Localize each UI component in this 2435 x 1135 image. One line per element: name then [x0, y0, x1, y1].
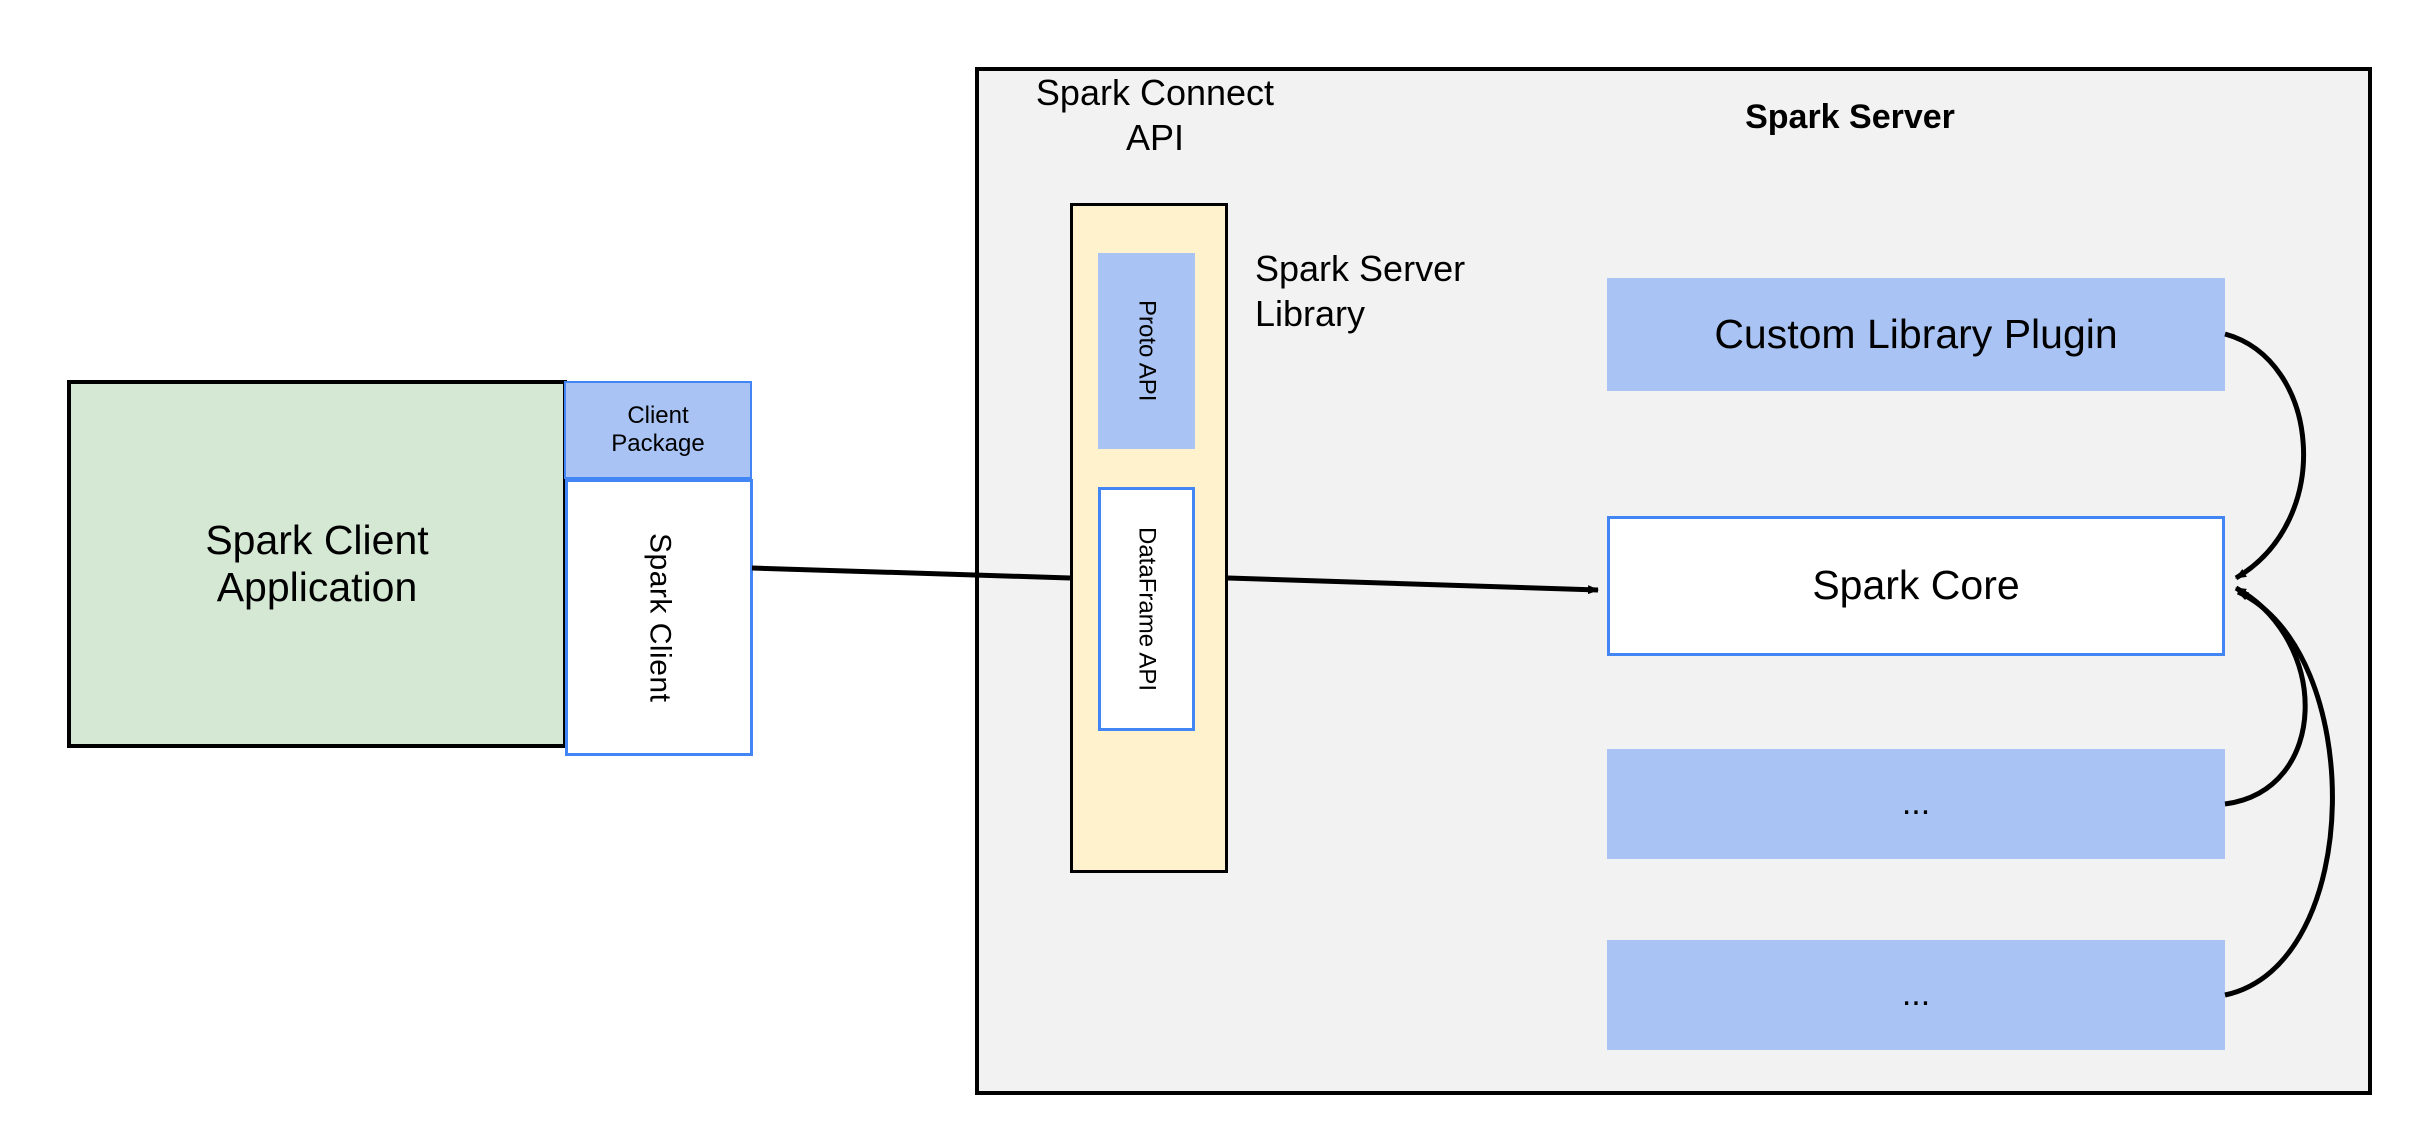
proto-api-box[interactable]: Proto API [1098, 253, 1195, 449]
spark-core-box[interactable]: Spark Core [1607, 516, 2225, 656]
filler-two-label: ... [1901, 975, 1931, 1014]
proto-api-label: Proto API [1133, 300, 1161, 402]
spark-core-label: Spark Core [1812, 562, 2020, 609]
filler-one-box[interactable]: ... [1607, 749, 2225, 859]
client-package-box[interactable]: Client Package [564, 381, 752, 479]
filler-one-label: ... [1901, 784, 1931, 823]
spark-client-box[interactable]: Spark Client [565, 479, 753, 756]
spark-connect-api-label: Spark Connect API [1035, 72, 1275, 158]
spark-client-application-box[interactable]: Spark Client Application [67, 380, 567, 748]
dataframe-api-box[interactable]: DataFrame API [1098, 487, 1195, 731]
spark-client-label: Spark Client [643, 532, 677, 703]
custom-library-plugin-box[interactable]: Custom Library Plugin [1607, 278, 2225, 391]
spark-client-application-label: Spark Client Application [205, 516, 429, 610]
spark-server-title: Spark Server [1745, 98, 1955, 136]
client-package-label: Client Package [611, 402, 705, 457]
custom-library-plugin-label: Custom Library Plugin [1714, 310, 2118, 357]
dataframe-api-label: DataFrame API [1133, 526, 1161, 692]
filler-two-box[interactable]: ... [1607, 940, 2225, 1050]
spark-server-library-label: Spark Server Library [1255, 248, 1466, 334]
